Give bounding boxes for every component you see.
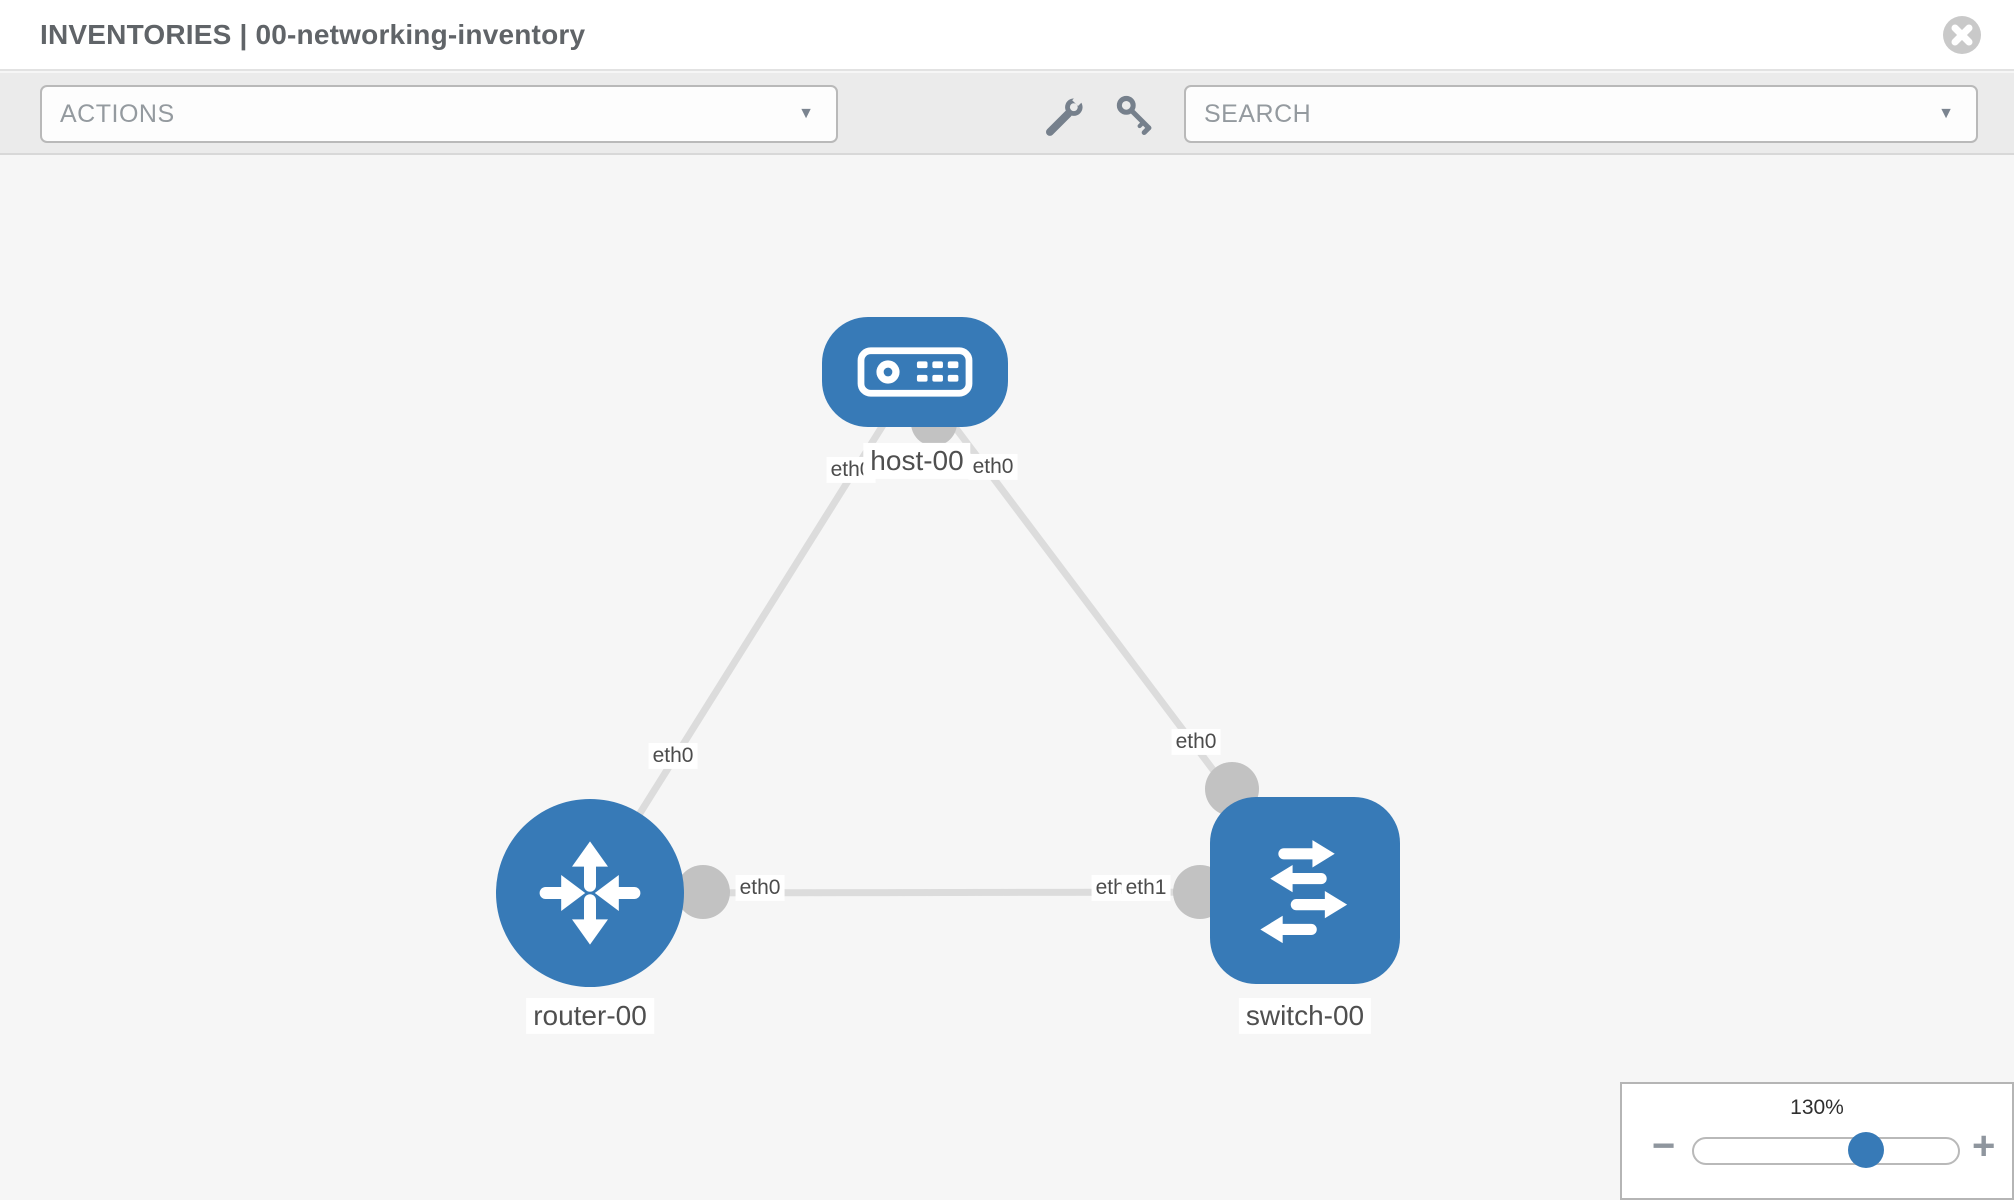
window-header: INVENTORIES | 00-networking-inventory [0, 0, 2014, 71]
zoom-slider-thumb[interactable] [1848, 1132, 1884, 1168]
close-icon [1943, 16, 1981, 54]
zoom-out-button[interactable]: − [1652, 1124, 1676, 1168]
node-host-00[interactable] [822, 317, 1008, 427]
actions-dropdown-label: ACTIONS [60, 99, 175, 128]
page-title: INVENTORIES | 00-networking-inventory [40, 18, 586, 50]
interface-label: eth0 [968, 453, 1018, 481]
interface-label: eth1 [1121, 874, 1171, 902]
chevron-down-icon: ▼ [1938, 105, 1954, 122]
actions-dropdown[interactable]: ACTIONS ▼ [40, 85, 838, 143]
key-icon [1116, 95, 1152, 136]
zoom-slider-row: − + [1622, 1126, 2012, 1172]
connector-router-right [676, 865, 730, 919]
host-icon [857, 347, 973, 397]
zoom-slider[interactable] [1692, 1132, 1960, 1168]
zoom-panel: 130% − + [1620, 1082, 2014, 1200]
switch-icon [1260, 839, 1348, 943]
router-icon [539, 841, 641, 945]
search-dropdown[interactable]: SEARCH ▼ [1184, 85, 1978, 143]
search-dropdown-label: SEARCH [1204, 99, 1312, 128]
close-button[interactable] [1942, 15, 1982, 55]
link-layer [587, 371, 1308, 919]
node-router-00[interactable] [496, 799, 684, 987]
node-label-switch-00: switch-00 [1238, 997, 1372, 1035]
zoom-in-button[interactable]: + [1972, 1124, 1996, 1168]
interface-label: eth0 [1171, 728, 1221, 756]
interface-label: eth0 [648, 742, 698, 770]
zoom-level-readout: 130% [1790, 1096, 1844, 1119]
chevron-down-icon: ▼ [798, 105, 814, 122]
wrench-icon [1045, 91, 1087, 136]
node-label-host-00: host-00 [863, 442, 971, 480]
interface-label: eth0 [735, 874, 785, 902]
node-switch-00[interactable] [1210, 797, 1400, 984]
node-label-router-00: router-00 [526, 997, 654, 1035]
toolbar: ACTIONS ▼ SEARCH ▼ [0, 73, 2014, 155]
configure-button[interactable] [1043, 91, 1089, 138]
credentials-button[interactable] [1112, 92, 1158, 138]
topology-canvas[interactable]: eth0 eth0 eth0 eth0 eth0 eth0 eth1 host-… [0, 157, 2014, 1200]
